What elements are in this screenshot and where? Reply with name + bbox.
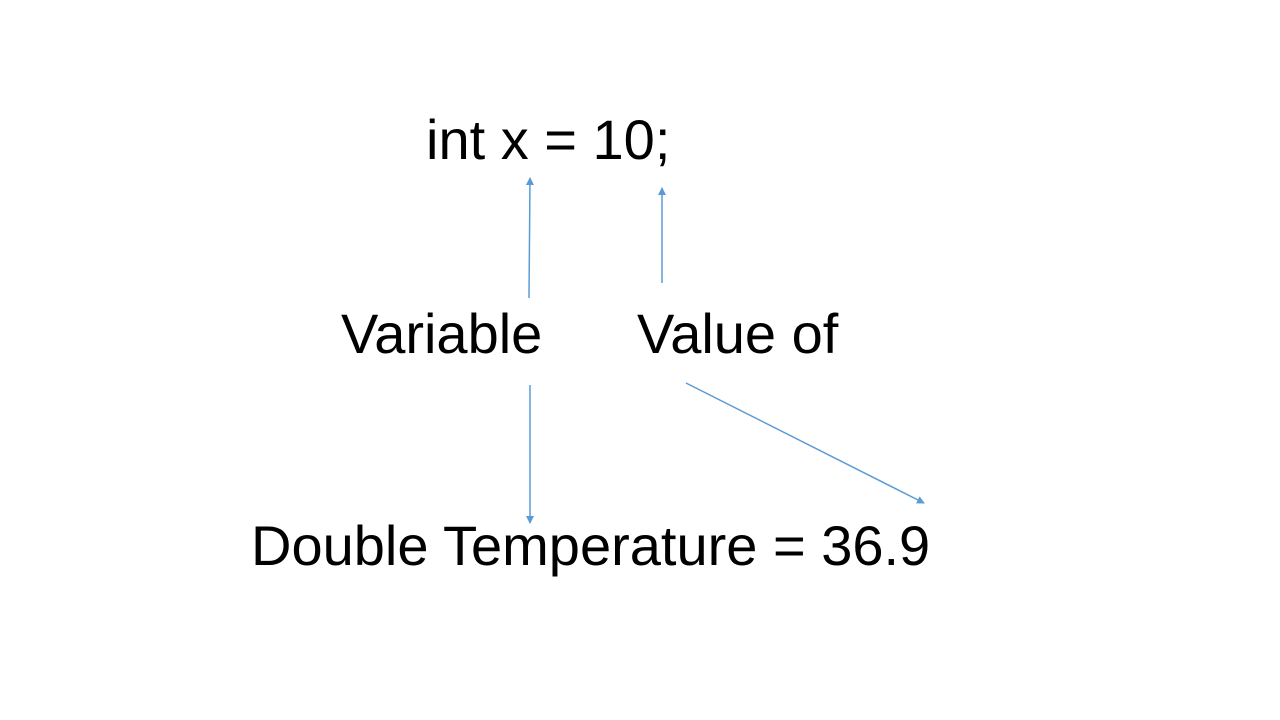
example-statement: Double Temperature = 36.9 <box>251 514 931 577</box>
variable-label: Variable <box>341 302 543 365</box>
code-statement: int x = 10; <box>426 108 671 171</box>
arrow-value-to-36-9 <box>685 382 925 504</box>
value-of-label: Value of <box>637 302 839 365</box>
arrow-variable-to-x <box>525 177 534 299</box>
